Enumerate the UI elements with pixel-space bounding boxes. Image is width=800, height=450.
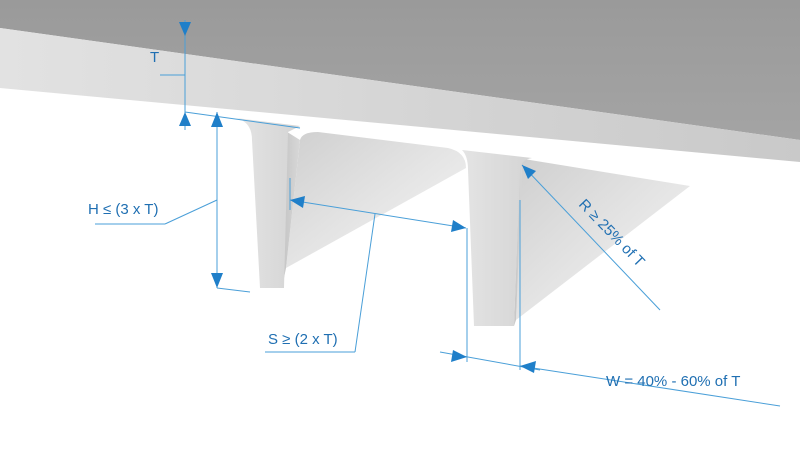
thickness-arrow-top — [179, 22, 191, 36]
thickness-arrow-bottom — [179, 112, 191, 126]
spacing-dimension: S ≥ (2 x T) — [265, 178, 467, 353]
spacing-arrow-right — [451, 220, 466, 232]
height-arrow-bottom — [211, 273, 223, 288]
width-dimension: W = 40% - 60% of T — [439, 200, 781, 407]
height-label: H ≤ (3 x T) — [88, 201, 158, 218]
thickness-label: T — [150, 49, 159, 66]
height-dimension: H ≤ (3 x T) — [88, 112, 251, 293]
plate-front-edge — [0, 28, 800, 162]
underside-pocket-2 — [516, 159, 690, 320]
spacing-arrow-left — [290, 196, 305, 208]
width-arrow-right — [520, 361, 536, 373]
thickness-dimension: T — [150, 20, 301, 130]
rib-1-face — [236, 118, 300, 288]
rib-2-face — [462, 150, 532, 326]
height-arrow-top — [211, 112, 223, 127]
radius-arrow — [522, 165, 536, 179]
plate-top-surface — [0, 0, 800, 140]
underside-pocket-1 — [286, 132, 466, 268]
spacing-label: S ≥ (2 x T) — [268, 331, 338, 348]
width-arrow-left — [451, 350, 467, 362]
width-label: W = 40% - 60% of T — [606, 373, 740, 390]
